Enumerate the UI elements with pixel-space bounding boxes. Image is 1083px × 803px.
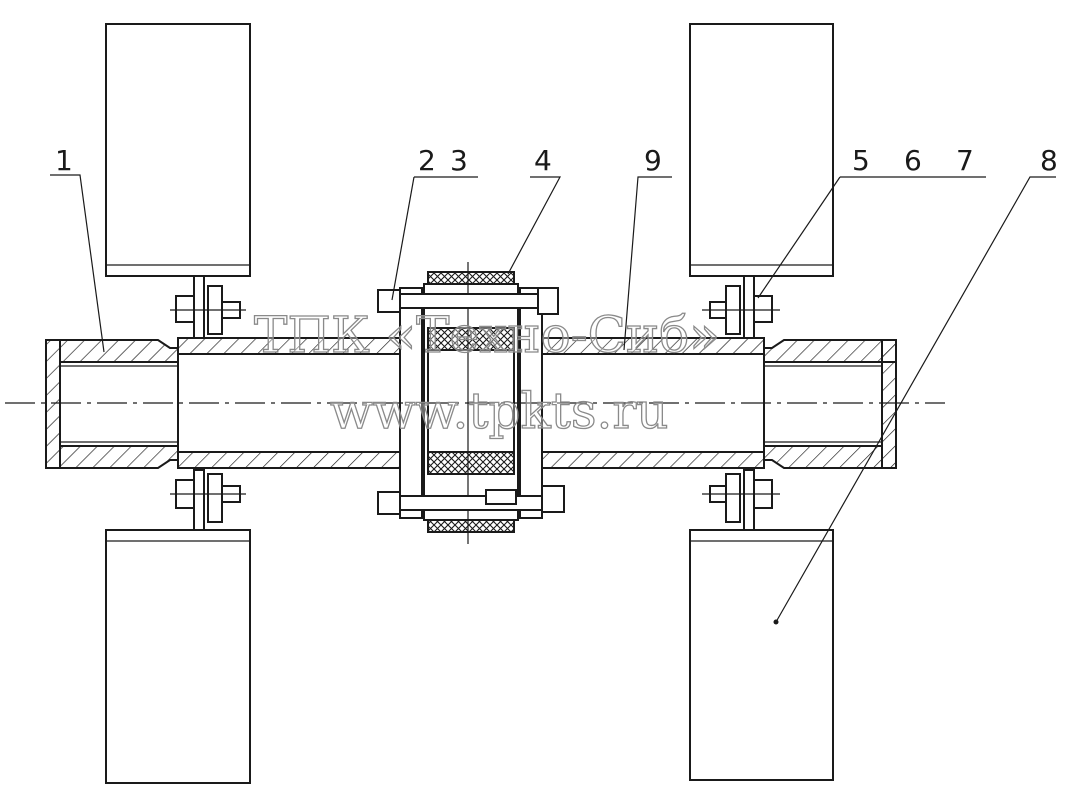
bracket-bottom-left [170, 469, 246, 531]
callout-6: 6 [904, 144, 922, 177]
bracket-bottom-right [702, 469, 780, 531]
coupling [377, 262, 565, 544]
block-top-left [105, 23, 251, 277]
callout-2: 2 [418, 144, 436, 177]
leader-lines [50, 174, 1056, 625]
callout-1: 1 [55, 144, 73, 177]
hub-left [45, 339, 179, 469]
hub-right [763, 339, 897, 469]
callout-7: 7 [956, 144, 974, 177]
shaft [177, 337, 765, 469]
callout-3: 3 [450, 144, 468, 177]
watermark-url: www.tpkts.ru [330, 382, 669, 440]
callout-9: 9 [644, 144, 662, 177]
callout-8: 8 [1040, 144, 1058, 177]
block-bottom-left [105, 529, 251, 784]
block-bottom-right [689, 529, 834, 781]
watermark-company: ТПК «Техно-Сиб» [254, 306, 720, 364]
bracket-top-right [702, 275, 780, 339]
bracket-top-left [170, 275, 246, 339]
callout-4: 4 [534, 144, 552, 177]
callout-5: 5 [852, 144, 870, 177]
block-top-right [689, 23, 834, 277]
